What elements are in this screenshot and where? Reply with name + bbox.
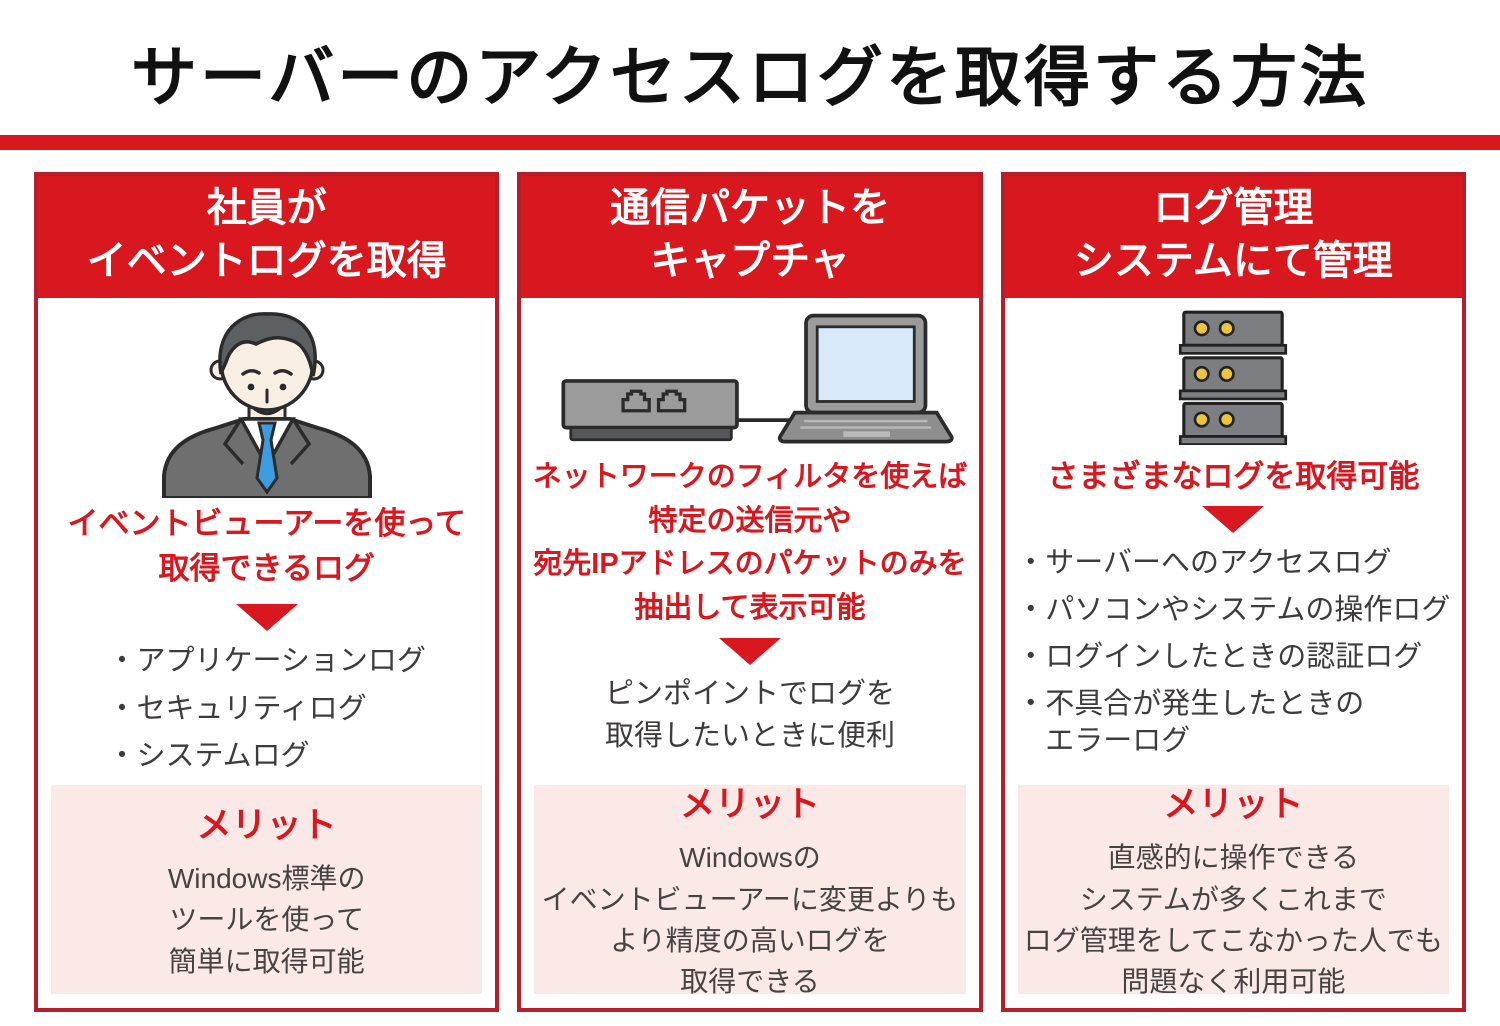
list-item: ・システムログ bbox=[107, 738, 425, 774]
merit-box: メリット Windows標準の ツールを使って 簡単に取得可能 bbox=[51, 785, 483, 994]
figure-businessman bbox=[142, 310, 392, 499]
figure-server bbox=[1157, 310, 1309, 446]
merit-title: メリット bbox=[679, 785, 820, 825]
bullet-dot: ・ bbox=[107, 645, 137, 678]
merit-text: Windowsの イベントビューアーに変更よりも より精度の高いログを 取得でき… bbox=[541, 842, 959, 998]
column-employee-event-log: 社員が イベントログを取得 bbox=[34, 172, 500, 1012]
list-item: ・セキュリティログ bbox=[107, 691, 425, 727]
column-log-management: ログ管理 システムにて管理 bbox=[1000, 172, 1466, 1012]
column-body: ネットワークのフィルタを使えば 特定の送信元や 宛先IPアドレスのパケットのみを… bbox=[521, 298, 978, 1008]
title-divider-bar bbox=[0, 135, 1500, 150]
bullet-dot: ・ bbox=[1016, 688, 1046, 721]
column-body: イベントビューアーを使って 取得できるログ ・アプリケーションログ ・セキュリテ… bbox=[38, 298, 495, 1008]
note-text: ピンポイントでログを 取得したいときに便利 bbox=[604, 678, 895, 753]
network-device-icon bbox=[561, 379, 739, 442]
list-item: ・ログインしたときの認証ログ bbox=[1016, 639, 1450, 675]
column-header: 通信パケットを キャプチャ bbox=[521, 176, 979, 299]
businessman-icon bbox=[161, 312, 372, 499]
column-header: ログ管理 システムにて管理 bbox=[1004, 176, 1462, 299]
merit-box: メリット Windowsの イベントビューアーに変更よりも より精度の高いログを… bbox=[534, 785, 966, 997]
merit-title: メリット bbox=[1163, 785, 1304, 825]
list-item: ・不具合が発生したときの エラーログ bbox=[1016, 686, 1450, 759]
bullet-dot: ・ bbox=[1016, 593, 1046, 626]
merit-text: 直感的に操作できる システムが多くこれまで ログ管理をしてこなかった人でも 問題… bbox=[1023, 842, 1443, 998]
page-title: サーバーのアクセスログを取得する方法 bbox=[130, 40, 1370, 114]
highlight-text: さまざまなログを取得可能 bbox=[1047, 459, 1420, 495]
merit-box: メリット 直感的に操作できる システムが多くこれまで ログ管理をしてこなかった人… bbox=[1017, 785, 1449, 997]
log-type-list: ・アプリケーションログ ・セキュリティログ ・システムログ bbox=[107, 643, 425, 785]
merit-title: メリット bbox=[196, 805, 337, 845]
server-stack-icon bbox=[1179, 311, 1288, 446]
down-arrow-icon bbox=[718, 638, 781, 666]
list-item: ・アプリケーションログ bbox=[107, 643, 425, 679]
down-arrow-icon bbox=[1202, 505, 1265, 533]
bullet-dot: ・ bbox=[1016, 641, 1046, 674]
merit-text: Windows標準の ツールを使って 簡単に取得可能 bbox=[167, 862, 366, 977]
highlight-text: ネットワークのフィルタを使えば 特定の送信元や 宛先IPアドレスのパケットのみを… bbox=[532, 461, 968, 624]
column-header: 社員が イベントログを取得 bbox=[38, 176, 496, 299]
list-item: ・パソコンやシステムの操作ログ bbox=[1016, 592, 1450, 628]
highlight-text: イベントビューアーを使って 取得できるログ bbox=[67, 506, 466, 587]
figure-packet-capture bbox=[524, 310, 976, 450]
list-item: ・サーバーへのアクセスログ bbox=[1016, 545, 1450, 581]
column-body: さまざまなログを取得可能 ・サーバーへのアクセスログ ・パソコンやシステムの操作… bbox=[1005, 298, 1462, 1008]
bullet-dot: ・ bbox=[107, 739, 137, 772]
log-type-list: ・サーバーへのアクセスログ ・パソコンやシステムの操作ログ ・ログインしたときの… bbox=[1016, 545, 1450, 770]
down-arrow-icon bbox=[235, 604, 298, 632]
laptop-icon bbox=[777, 314, 954, 444]
methods-container: 社員が イベントログを取得 bbox=[0, 172, 1500, 1012]
packet-capture-icon bbox=[561, 314, 954, 444]
bullet-dot: ・ bbox=[1016, 546, 1046, 579]
bullet-dot: ・ bbox=[107, 692, 137, 725]
column-packet-capture: 通信パケットを キャプチャ bbox=[517, 172, 983, 1012]
